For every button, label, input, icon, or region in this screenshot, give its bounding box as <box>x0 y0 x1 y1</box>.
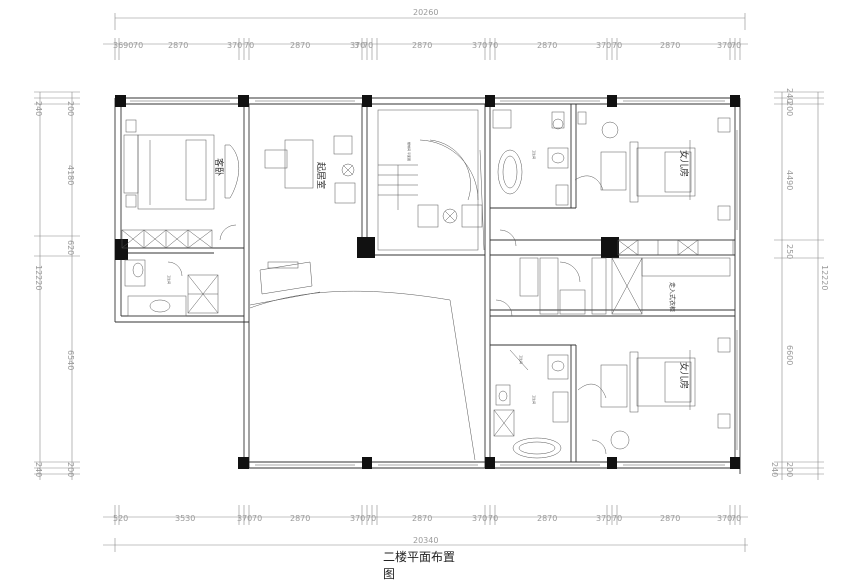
bottom-dim-9: 70 <box>488 514 498 523</box>
top-dim-10: 370 <box>472 41 487 50</box>
top-dim-6: 370 <box>350 41 365 50</box>
bottom-dim-0: 520 <box>113 514 128 523</box>
room-label-walkin: 走入式衣柜 <box>668 282 676 312</box>
dim-top-overall: 20260 <box>413 8 438 17</box>
bottom-dim-8: 370 <box>472 514 487 523</box>
dim-bottom-overall: 20340 <box>413 536 438 545</box>
label-stair: 楼梯间 平面图 <box>407 142 412 161</box>
top-dim-8: 70 <box>363 41 373 50</box>
drawing-title-line-2: 图 <box>383 567 396 581</box>
room-label-daughter-top: 女儿房 <box>678 150 690 177</box>
bottom-dim-3: 70 <box>252 514 262 523</box>
dim-right-4: 6600 <box>785 345 794 365</box>
room-label-living: 起居室 <box>315 162 327 189</box>
bottom-dim-15: 70 <box>731 514 741 523</box>
bottom-dim-2: 370 <box>237 514 252 523</box>
room-label-guest: 客卧 <box>213 158 225 176</box>
dim-right-6: 240 <box>770 462 779 477</box>
top-dim-15: 2870 <box>660 41 680 50</box>
dim-left-6: 200 <box>66 462 75 477</box>
label-bath-2: 卫生间 <box>532 395 537 404</box>
top-dim-9: 2870 <box>412 41 432 50</box>
dim-left-1: 200 <box>66 101 75 116</box>
label-wc: 卫生间 <box>167 275 172 284</box>
bottom-dim-13: 2870 <box>660 514 680 523</box>
top-dim-12: 2870 <box>537 41 557 50</box>
bottom-dim-4: 2870 <box>290 514 310 523</box>
top-dim-7: 3 <box>354 41 359 50</box>
dim-right-0: 200 <box>785 101 794 116</box>
top-dim-17: 70 <box>731 41 741 50</box>
top-dim-11: 70 <box>488 41 498 50</box>
dim-left-0: 240 <box>34 101 43 116</box>
bottom-dim-10: 2870 <box>537 514 557 523</box>
dim-right-3: 250 <box>785 244 794 259</box>
top-dim-16: 370 <box>717 41 732 50</box>
bottom-dim-14: 370 <box>717 514 732 523</box>
top-dim-1: 70 <box>133 41 143 50</box>
label-bath-1: 卫生间 <box>532 150 537 159</box>
top-dim-4: 70 <box>244 41 254 50</box>
bottom-dim-12: 70 <box>612 514 622 523</box>
dim-left-4: 6540 <box>66 350 75 370</box>
top-dim-3: 370 <box>227 41 242 50</box>
dim-right-1: 240 <box>785 88 794 103</box>
bottom-dim-11: 370 <box>596 514 611 523</box>
bottom-dim-1: 3530 <box>175 514 195 523</box>
top-dim-13: 370 <box>596 41 611 50</box>
dim-left-5: 240 <box>34 462 43 477</box>
bottom-dim-7: 2870 <box>412 514 432 523</box>
bottom-dim-6: 70 <box>366 514 376 523</box>
dim-left-2: 4180 <box>66 165 75 185</box>
top-dim-14: 70 <box>612 41 622 50</box>
dim-left-3: 620 <box>66 240 75 255</box>
label-toilet: 卫生间 <box>519 355 524 364</box>
room-label-daughter-bottom: 女儿房 <box>678 362 690 389</box>
top-dim-0: 3690 <box>113 41 133 50</box>
top-dim-5: 2870 <box>290 41 310 50</box>
dim-right-5: 200 <box>785 462 794 477</box>
drawing-title: 二楼平面布置 图 <box>383 549 503 583</box>
drawing-title-line-1: 二楼平面布置 <box>383 550 456 564</box>
top-dim-2: 2870 <box>168 41 188 50</box>
dim-left-overall: 12220 <box>34 265 43 290</box>
dim-right-overall: 12220 <box>820 265 829 290</box>
bottom-dim-5: 370 <box>350 514 365 523</box>
dim-right-2: 4490 <box>785 170 794 190</box>
